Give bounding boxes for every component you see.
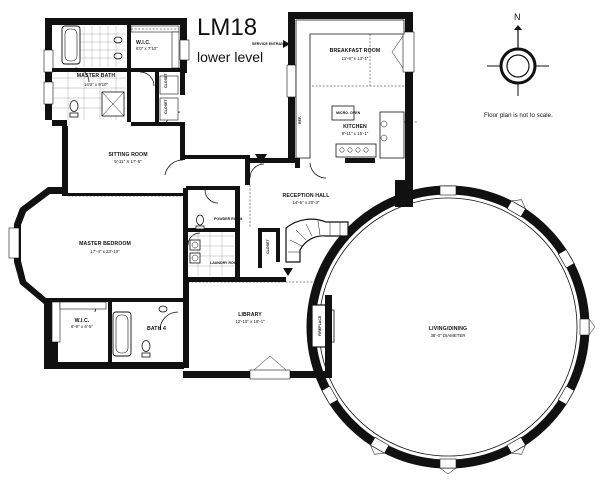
scale-note: Floor plan is not to scale.: [484, 112, 553, 119]
exterior-walls: [8, 12, 415, 380]
closet-b-label: CLOSET: [164, 99, 168, 114]
sink-top-icon: [113, 36, 123, 60]
kitchen-counters: REF. MICRO. OVEN: [295, 19, 418, 159]
reception-hall-name: RECEPTION HALL: [283, 193, 331, 199]
closet-a-label: CLOSET: [164, 73, 168, 88]
living-dining-name: LIVING/DINING: [429, 326, 467, 332]
zone-dividers: [68, 185, 320, 283]
reception-hall-dims: 14'-5" x 20'-3": [292, 200, 319, 205]
sitting-room-name: SITTING ROOM: [108, 152, 147, 158]
master-bath-name: MASTER BATH: [77, 73, 116, 79]
living-dining-dims: 38'-0" DIAMETER: [430, 333, 465, 338]
north-label: N: [514, 12, 521, 22]
wic-top-name: W.I.C.: [136, 40, 151, 46]
kitchen-dims: 9'-11" x 15'-1": [342, 131, 369, 136]
kitchen-name: KITCHEN: [343, 124, 367, 130]
level-label: lower level: [197, 49, 263, 65]
fireplace-label: FIREPLACE: [318, 315, 322, 336]
micro-label: MICRO. OVEN: [336, 111, 361, 115]
wic-bottom-dims: 6'-9" x 6'-5": [71, 324, 94, 329]
wic-bottom-name: W.I.C.: [75, 318, 90, 324]
closet-shelving: [51, 25, 180, 343]
curved-staircase: [283, 218, 349, 276]
master-bedroom-dims: 17'-4" x 23'-10": [90, 249, 120, 254]
wic-top-dims: 6'0" x 7'10": [136, 46, 158, 51]
washer-dryer-icon: [189, 239, 201, 264]
powder-room-name: POWDER ROOM: [214, 217, 242, 221]
toilet-top-icon: [69, 100, 79, 118]
interior-walls: [52, 25, 375, 362]
closet-c-label: CLOSET: [266, 239, 270, 254]
toilet-bottom-icon: [141, 340, 151, 358]
master-bedroom-name: MASTER BEDROOM: [79, 241, 131, 247]
library-dims: 12'-10" x 18'-1": [235, 319, 265, 324]
service-entrance-label: SERVICE ENTRANCE: [252, 42, 289, 46]
library-name: LIBRARY: [238, 312, 262, 318]
bathtub-top-icon: [61, 25, 81, 65]
master-bath-dims: 14'0" x 9'10": [84, 82, 109, 87]
laundry-room-name: LAUNDRY ROOM: [210, 261, 240, 265]
sink-bottom-icon: [158, 305, 168, 313]
bathtub-bottom-icon: [112, 311, 132, 357]
bath4-name: BATH 4: [147, 326, 166, 332]
main-entrance-arrow-icon: [255, 154, 267, 164]
service-entrance-arrow-icon: [283, 40, 290, 48]
living-dining-rotunda: FIREPLACE LIVING/DINING 38'-0" DIAMETER: [306, 185, 596, 475]
breakfast-room-dims: 11'-8" x 13'-1": [342, 56, 369, 61]
sitting-room-dims: 9'-11" X 17'-5": [114, 159, 142, 164]
compass-rose-icon: N: [487, 12, 549, 96]
shower-icon: [101, 91, 125, 117]
ref-label: REF.: [298, 116, 302, 124]
powder-toilet-icon: [195, 214, 205, 230]
unit-title: LM18: [197, 14, 257, 41]
room-labels: W.I.C. 6'0" x 7'10" MASTER BATH 14'0" x …: [71, 40, 380, 332]
breakfast-room-name: BREAKFAST ROOM: [330, 48, 381, 54]
